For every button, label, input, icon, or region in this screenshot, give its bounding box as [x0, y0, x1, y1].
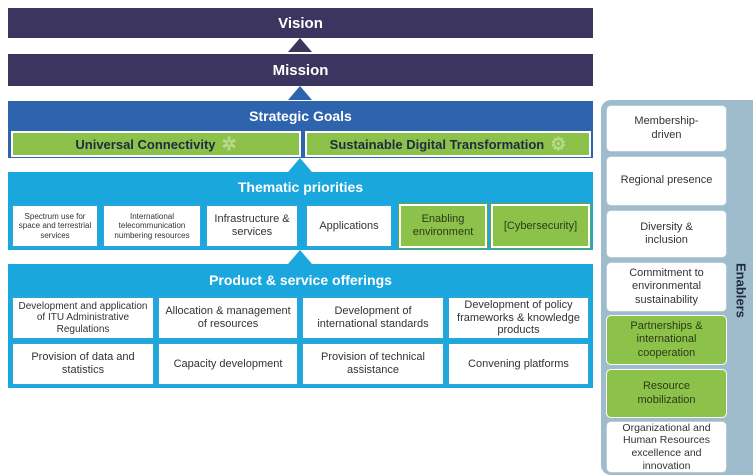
mission-bar: Mission — [8, 54, 593, 86]
enablers-title: Enablers — [729, 235, 753, 345]
network-icon: ✲ — [221, 133, 237, 154]
offering-item-label: Capacity development — [173, 357, 283, 370]
offering-item: Convening platforms — [447, 342, 590, 386]
vision-label: Vision — [278, 14, 323, 32]
goal-label: Sustainable Digital Transformation — [329, 136, 545, 152]
thematic-priorities-title: Thematic priorities — [8, 174, 593, 200]
thematic-item: Enabling environment — [398, 203, 488, 249]
enabler-item: Regional presence — [606, 156, 727, 206]
offering-item-label: Development and application of ITU Admin… — [18, 300, 148, 335]
thematic-item-label: International telecommunication numberin… — [114, 212, 190, 240]
offering-item: Development and application of ITU Admin… — [11, 296, 155, 340]
arrow-up-icon — [288, 38, 312, 52]
offering-item-label: Development of policy frameworks & knowl… — [457, 299, 580, 337]
thematic-item: Infrastructure & services — [205, 204, 299, 248]
goal-universal-connectivity: Universal Connectivity ✲ — [11, 131, 301, 157]
offering-item: Development of policy frameworks & knowl… — [447, 296, 590, 340]
enablers-label: Enablers — [733, 262, 749, 318]
enabler-item: Membership-driven — [606, 105, 727, 152]
offering-item: Allocation & management of resources — [157, 296, 299, 340]
thematic-item-label: Enabling environment — [412, 213, 474, 238]
enabler-item-label: Resource mobilization — [637, 380, 696, 406]
offering-item-label: Allocation & management of resources — [165, 305, 291, 330]
gear-icon: ⚙ — [550, 133, 567, 154]
offerings-label: Product & service offerings — [209, 272, 392, 288]
enabler-item-label: Organizational and Human Resources excel… — [622, 421, 711, 472]
enabler-item-label: Commitment to environmental sustainabili… — [629, 267, 704, 306]
enabler-item: Commitment to environmental sustainabili… — [606, 262, 727, 312]
thematic-item-label: Infrastructure & services — [214, 213, 290, 238]
offering-item: Provision of data and statistics — [11, 342, 155, 386]
enabler-item: Organizational and Human Resources excel… — [606, 421, 727, 473]
enabler-item: Diversity & inclusion — [606, 210, 727, 258]
thematic-item: International telecommunication numberin… — [102, 204, 202, 248]
offering-item: Capacity development — [157, 342, 299, 386]
thematic-item: Applications — [305, 204, 393, 248]
offering-item: Development of international standards — [301, 296, 445, 340]
offering-item-label: Convening platforms — [468, 357, 569, 370]
enabler-item-label: Regional presence — [620, 174, 713, 187]
thematic-item: Spectrum use for space and terrestrial s… — [11, 204, 99, 248]
enabler-item: Partnerships & international cooperation — [606, 315, 727, 365]
thematic-item-label: Spectrum use for space and terrestrial s… — [18, 212, 92, 240]
offering-item-label: Provision of technical assistance — [321, 351, 425, 376]
mission-label: Mission — [272, 61, 329, 79]
thematic-priorities-label: Thematic priorities — [237, 179, 364, 195]
arrow-up-icon — [288, 86, 312, 100]
thematic-item: [Cybersecurity] — [490, 203, 591, 249]
strategic-goals-title: Strategic Goals — [8, 103, 593, 129]
thematic-item-label: [Cybersecurity] — [503, 219, 578, 232]
vision-bar: Vision — [8, 8, 593, 38]
enabler-item-label: Membership-driven — [634, 115, 699, 141]
strategic-goals-label: Strategic Goals — [249, 108, 352, 124]
offering-item: Provision of technical assistance — [301, 342, 445, 386]
arrow-up-icon — [288, 158, 312, 172]
goal-label: Universal Connectivity — [75, 136, 216, 152]
enabler-item-label: Partnerships & international cooperation — [630, 320, 703, 359]
arrow-up-icon — [288, 250, 312, 264]
offerings-title: Product & service offerings — [8, 266, 593, 294]
thematic-item-label: Applications — [319, 219, 379, 232]
goal-sustainable-digital-transformation: Sustainable Digital Transformation ⚙ — [305, 131, 591, 157]
offering-item-label: Provision of data and statistics — [31, 351, 135, 376]
offering-item-label: Development of international standards — [317, 305, 429, 330]
enabler-item-label: Diversity & inclusion — [640, 220, 693, 246]
enabler-item: Resource mobilization — [606, 369, 727, 418]
